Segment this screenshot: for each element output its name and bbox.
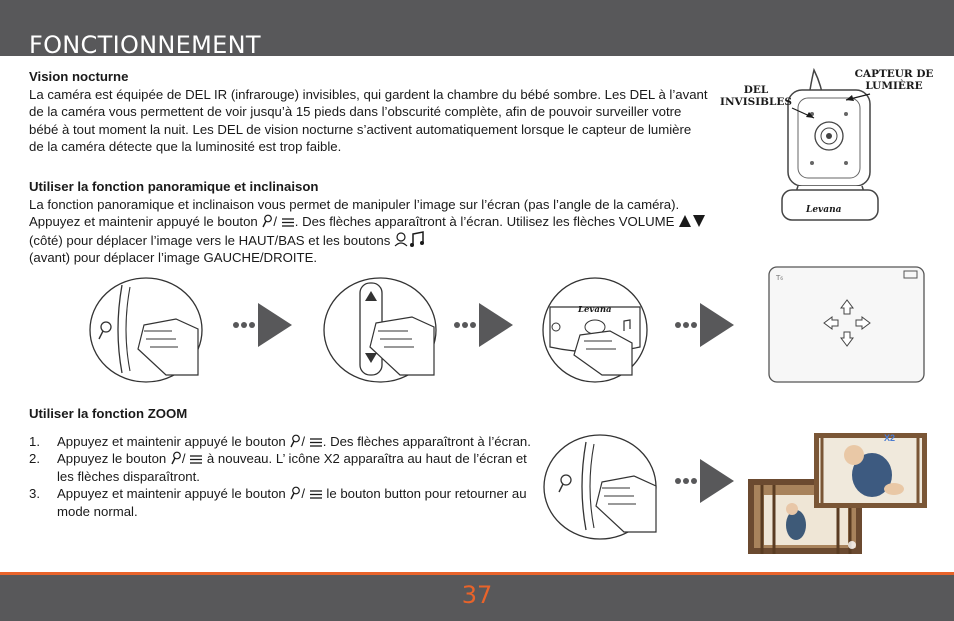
zoom-step: 3. Appuyez et maintenir appuyé le bouton… — [29, 486, 527, 519]
step-number: 1. — [29, 433, 40, 449]
menu-button-icon — [281, 218, 294, 227]
menu-button-icon — [309, 490, 322, 500]
page-title: FONCTIONNEMENT — [29, 31, 261, 59]
pan-tilt-line2-end: (avant) pour déplacer l’image GAUCHE/DRO… — [29, 250, 318, 266]
step-number: 2. — [29, 451, 40, 467]
zoom-button-icon — [262, 214, 273, 228]
pan-tilt-line2: Utilisez les flèches VOLUME — [506, 214, 675, 230]
monitor-screen-arrows: T₆ — [768, 266, 925, 383]
step-text: Appuyez et maintenir appuyé le bouton — [57, 433, 286, 449]
step-number: 3. — [29, 486, 40, 502]
press-volume-arrows-illustration — [323, 277, 437, 383]
step-text-end: le bouton button pour retourner au mode … — [57, 486, 527, 519]
baby-crib-photo-zoomed — [814, 433, 927, 508]
zoom-step: 2. Appuyez le bouton / à nouveau. L’ icô… — [29, 451, 527, 484]
monitor-brand-logo: Levana — [578, 305, 612, 315]
press-zoom-button-illustration-2 — [543, 434, 657, 540]
step-arrow-1 — [233, 303, 292, 347]
pan-tilt-body: La fonction panoramique et inclinaison v… — [29, 196, 719, 267]
menu-button-icon — [190, 455, 203, 464]
press-front-buttons-illustration — [542, 277, 648, 383]
page-footer-bar: 37 — [0, 572, 954, 621]
pan-tilt-line1: La fonction panoramique et inclinaison v… — [29, 196, 680, 230]
step-arrow-3 — [675, 303, 734, 347]
light-sensor-label: CAPTEUR DE LUMIÈRE — [854, 68, 934, 92]
leds-label: DEL INVISIBLES — [720, 84, 792, 108]
night-vision-section: Vision nocturne La caméra est équipée de… — [29, 68, 709, 156]
step-text-end: à nouveau. L’ icône X2 apparaîtra au hau… — [57, 451, 527, 484]
pan-tilt-section: Utiliser la fonction panoramique et incl… — [29, 178, 719, 267]
zoom-heading: Utiliser la fonction ZOOM — [29, 406, 188, 421]
page-number: 37 — [461, 581, 493, 609]
camera-brand-logo: Levana — [806, 205, 842, 215]
night-vision-heading: Vision nocturne — [29, 69, 129, 84]
step-text: Appuyez et maintenir appuyé le bouton — [57, 486, 286, 502]
night-vision-body: La caméra est équipée de DEL IR (infraro… — [29, 86, 708, 155]
zoom-x2-badge: X2 — [884, 433, 896, 443]
step-text: Appuyez le bouton — [57, 451, 167, 467]
volume-arrows-icon — [679, 215, 706, 228]
pan-tilt-heading: Utiliser la fonction panoramique et incl… — [29, 179, 319, 194]
page-header-bar: FONCTIONNEMENT — [0, 0, 954, 59]
zoom-section: Utiliser la fonction ZOOM 1. Appuyez et … — [29, 405, 539, 521]
zoom-button-icon — [171, 451, 181, 465]
pan-tilt-line2-mid: (côté) pour déplacer l’image vers le HAU… — [29, 232, 391, 248]
menu-button-icon — [309, 437, 322, 447]
svg-text:T₆: T₆ — [775, 274, 783, 282]
step-arrow-2 — [454, 303, 513, 347]
label-pointers — [791, 93, 871, 119]
zoom-steps-list: 1. Appuyez et maintenir appuyé le bouton… — [29, 433, 539, 521]
step-text-end: . Des flèches apparaîtront à l’écran. — [322, 433, 531, 449]
press-zoom-button-illustration — [89, 277, 203, 383]
pan-tilt-line1-end: . Des flèches apparaîtront à l’écran. — [294, 214, 503, 230]
talk-music-buttons-icon — [394, 230, 425, 247]
zoom-button-icon — [290, 486, 301, 500]
zoom-button-icon — [290, 434, 301, 447]
zoom-step: 1. Appuyez et maintenir appuyé le bouton… — [29, 433, 531, 449]
step-arrow-4 — [675, 459, 734, 503]
